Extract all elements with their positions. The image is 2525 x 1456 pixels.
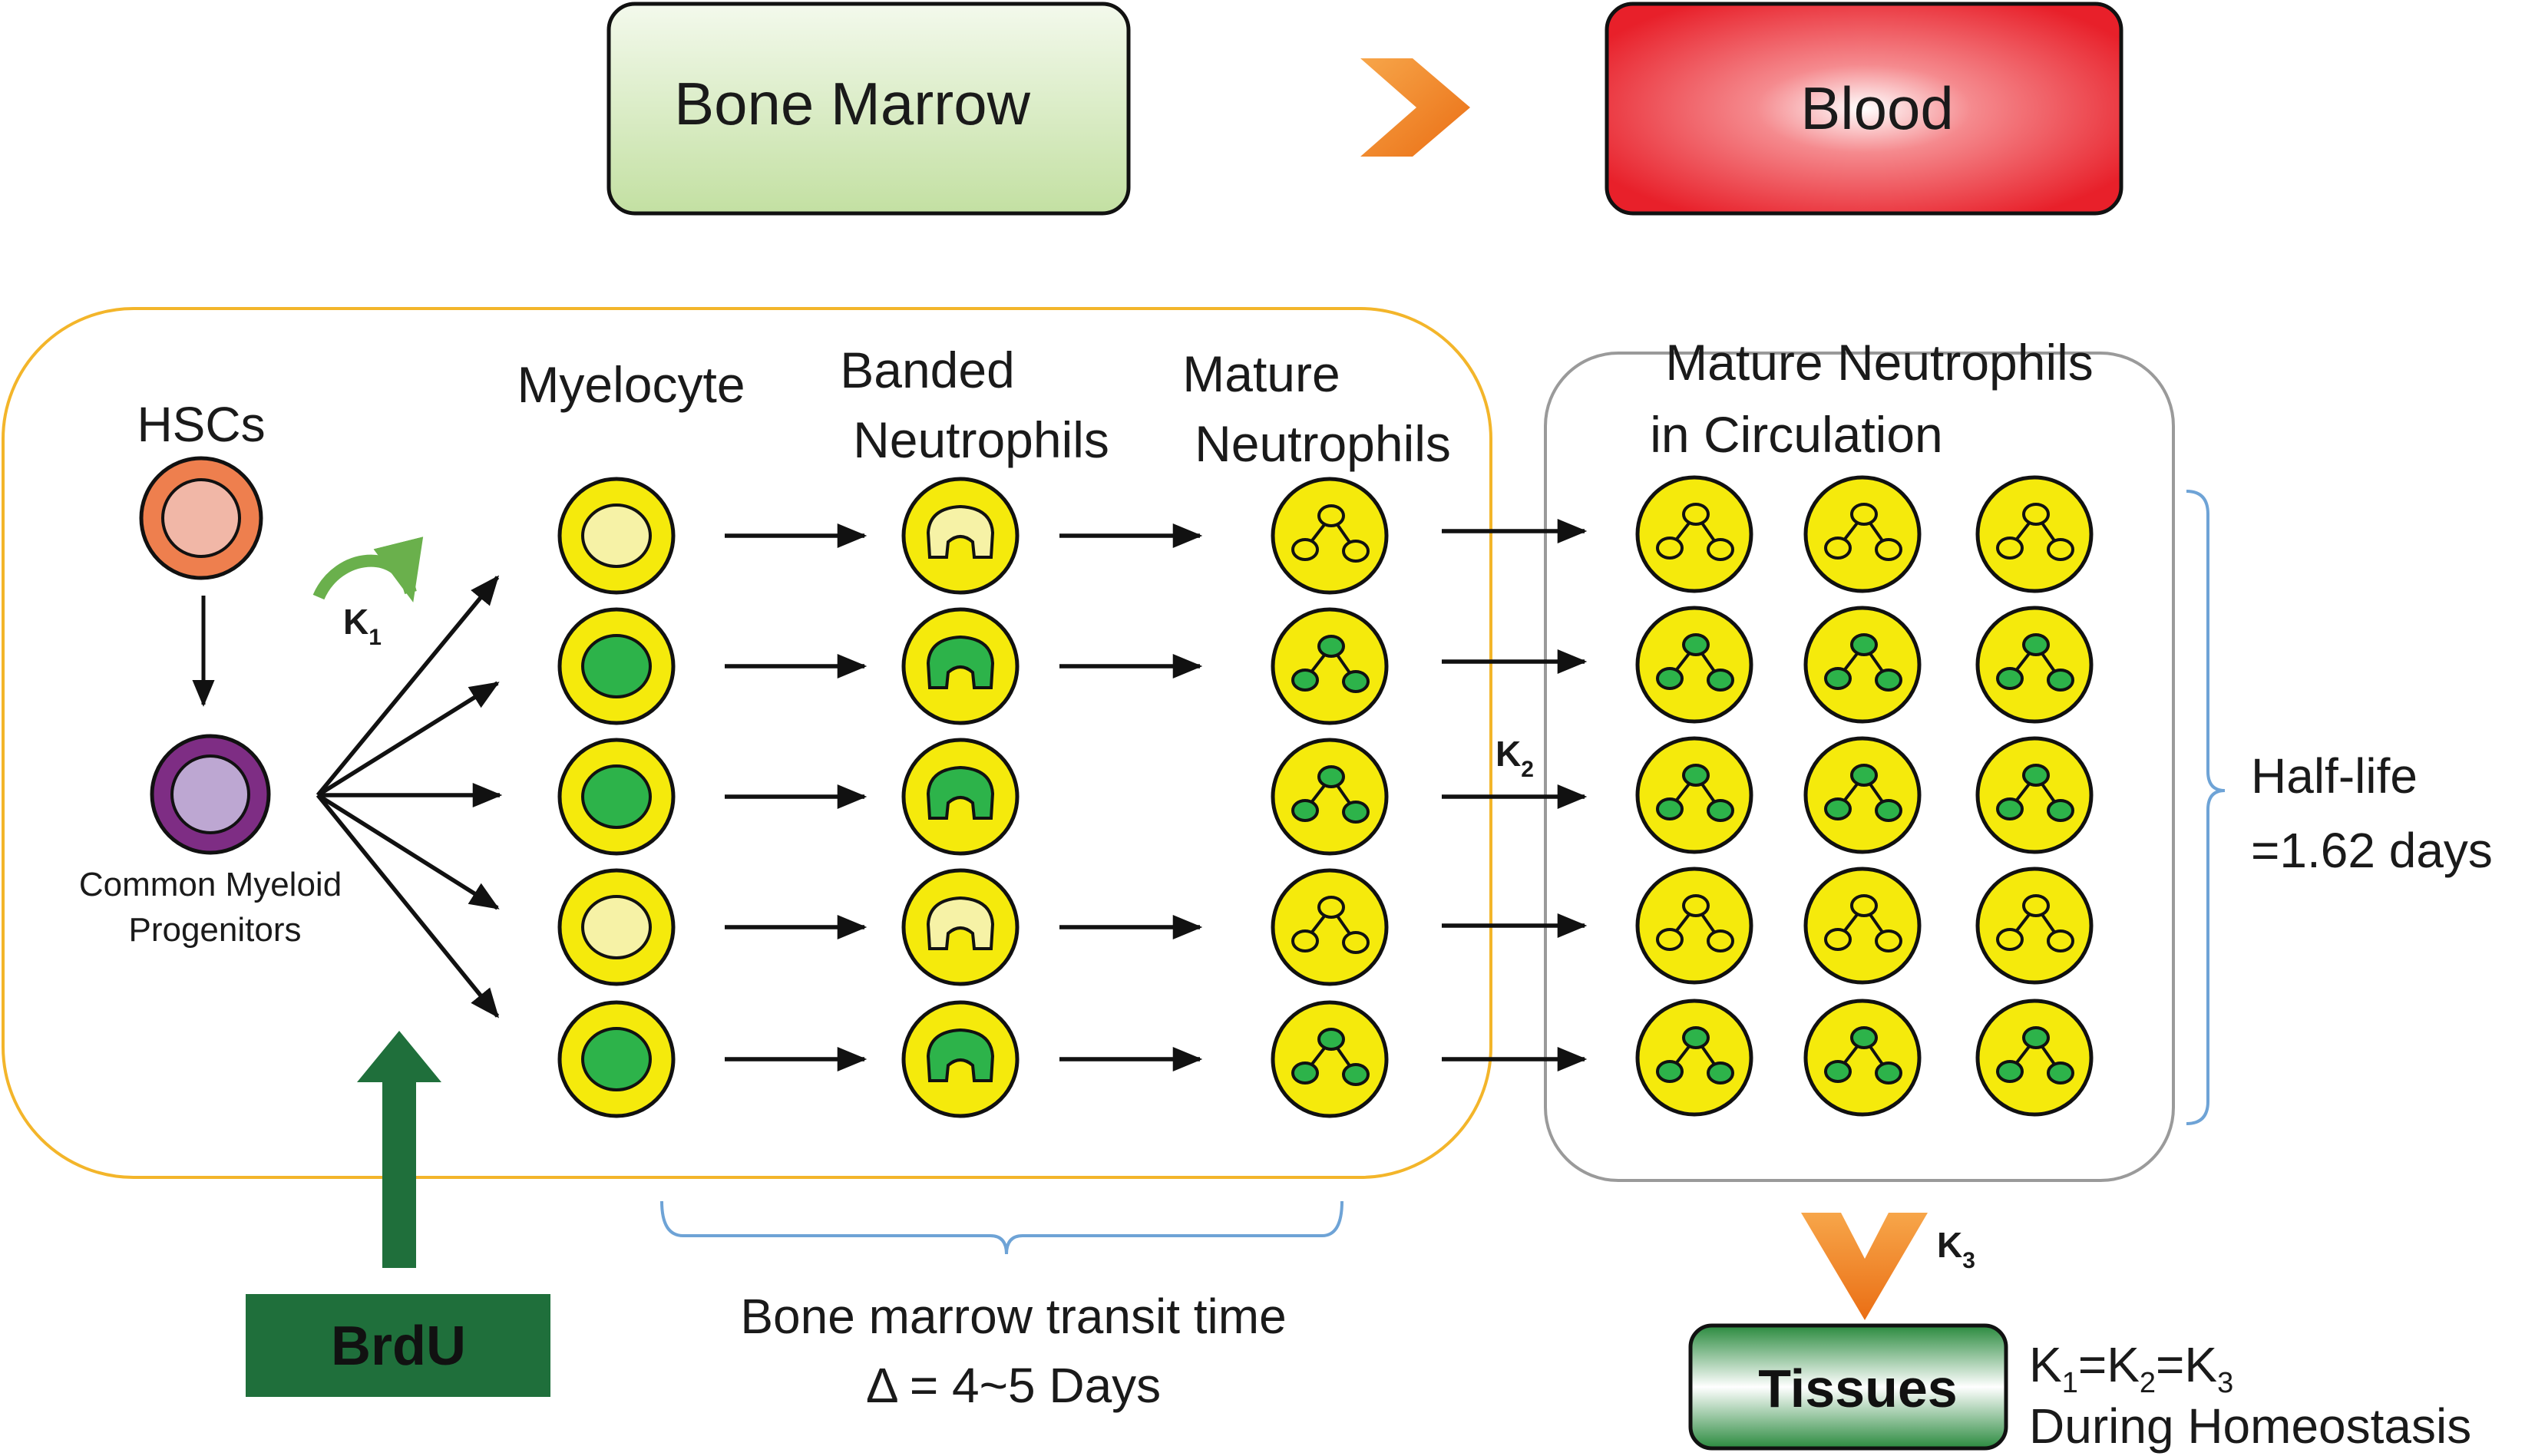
banded-label-line1: Banded [840, 342, 1015, 398]
hscs-label: HSCs [137, 397, 265, 452]
brdu-up-arrow-icon [357, 1031, 441, 1268]
half-life-bracket [2186, 490, 2226, 1125]
mature-neutrophil-cell [1271, 477, 1389, 595]
mature-neutrophil-cell [1271, 607, 1389, 725]
circulating-neutrophil-cell [1803, 475, 1922, 593]
differentiation-fan-arrows [316, 575, 503, 1019]
mature-neutrophil-cell [1271, 738, 1389, 856]
myelocyte-cell [557, 738, 676, 856]
banded-label-line2: Neutrophils [853, 411, 1109, 468]
tissues-box [1688, 1323, 2008, 1451]
myelocyte-cell [557, 1000, 676, 1118]
circulation-label-line1: Mature Neutrophils [1665, 334, 2094, 391]
cmp-label-line2: Progenitors [128, 911, 301, 949]
mature-label-line1: Mature [1182, 345, 1340, 402]
circulating-neutrophil-cell [1803, 736, 1922, 854]
banded-neutrophil-cell [901, 477, 1020, 595]
circulating-neutrophil-cell [1635, 736, 1753, 854]
banded-neutrophil-cell [901, 1000, 1020, 1118]
half-life-label-line2: =1.62 days [2251, 823, 2493, 878]
hsc-cell [139, 456, 263, 580]
homeostasis-label: During Homeostasis [2029, 1398, 2471, 1454]
transit-time-label-line1: Bone marrow transit time [740, 1289, 1286, 1344]
circulating-neutrophil-cell [1803, 606, 1922, 724]
stage-transition-arrows [725, 518, 1588, 1072]
homeostasis-equation: K1=K2=K3 [2029, 1337, 2233, 1399]
circulating-neutrophil-cell [1975, 475, 2094, 593]
transit-time-bracket [660, 1200, 1343, 1255]
circulation-compartment [1544, 352, 2175, 1182]
mature-neutrophil-cell [1271, 1000, 1389, 1118]
mature-neutrophil-cell [1271, 868, 1389, 986]
brdu-label: BrdU [331, 1316, 466, 1377]
circulation-label-line2: in Circulation [1650, 406, 1943, 463]
cmp-cell [150, 734, 271, 855]
k2-label: K2 [1496, 734, 1534, 782]
circulating-neutrophil-cell [1803, 867, 1922, 985]
blood-box [1605, 2, 2123, 216]
myelocyte-cell [557, 477, 676, 595]
cmp-label-line1: Common Myeloid [79, 866, 342, 903]
myelocyte-label: Myelocyte [517, 356, 745, 413]
circulation-to-tissues-down-chevron-icon [1801, 1213, 1928, 1320]
circulating-neutrophil-cell [1803, 999, 1922, 1117]
k1-renewal-arrow-icon [312, 537, 424, 603]
brdu-box [246, 1294, 550, 1397]
banded-neutrophil-cell [901, 607, 1020, 725]
cell-grid [557, 475, 2094, 1118]
myelocyte-cell [557, 607, 676, 725]
mature-label-line2: Neutrophils [1195, 415, 1451, 472]
circulating-neutrophil-cell [1635, 999, 1753, 1117]
banded-neutrophil-cell [901, 738, 1020, 856]
half-life-label-line1: Half-life [2251, 748, 2418, 804]
bone-marrow-compartment [2, 307, 1492, 1179]
bone-marrow-to-blood-chevron-icon [1360, 58, 1470, 157]
k1-label: K1 [343, 602, 382, 650]
blood-title: Blood [1800, 74, 1954, 142]
circulating-neutrophil-cell [1635, 475, 1753, 593]
circulating-neutrophil-cell [1975, 999, 2094, 1117]
transit-time-label-line2: Δ = 4~5 Days [866, 1358, 1161, 1413]
circulating-neutrophil-cell [1975, 736, 2094, 854]
circulating-neutrophil-cell [1975, 867, 2094, 985]
myelocyte-cell [557, 868, 676, 986]
circulating-neutrophil-cell [1635, 606, 1753, 724]
tissues-label: Tissues [1758, 1359, 1957, 1418]
bone-marrow-box [606, 2, 1131, 216]
k3-label: K3 [1937, 1225, 1975, 1273]
circulating-neutrophil-cell [1635, 867, 1753, 985]
bone-marrow-title: Bone Marrow [674, 70, 1031, 137]
circulating-neutrophil-cell [1975, 606, 2094, 724]
banded-neutrophil-cell [901, 868, 1020, 986]
